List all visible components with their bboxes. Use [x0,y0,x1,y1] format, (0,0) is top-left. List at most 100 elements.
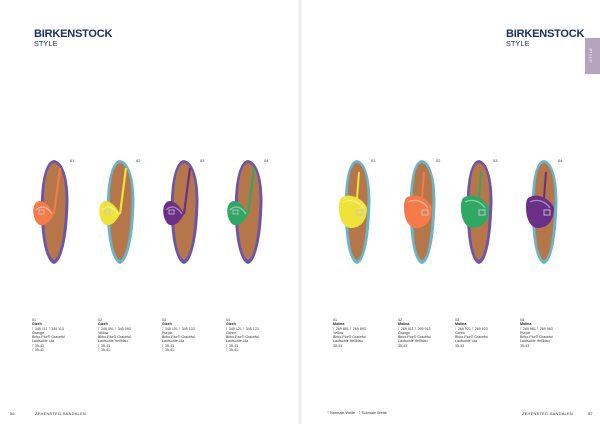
product-size-range: ⊺ 35-41 [98,348,111,353]
product-model: Molina [333,322,345,327]
sandal-number: 04 [558,158,563,163]
sandal-number: 02 [436,158,441,163]
brand-logo-left: BIRKENSTOCK [34,28,113,40]
product-size-range: ⊺ 35-43 [226,343,239,348]
product-material: Birko-Flor® Graceful [226,335,259,340]
narrow-width-icon: ⊺ [358,411,361,415]
sandal-gizeh-03[interactable]: 03 [162,158,206,273]
article-numbers: ⊺ 269 981 ⊺ 269 983 [520,326,553,331]
sandal-molina-03[interactable]: 03 [459,158,499,273]
product-size-range: 35-43 [520,343,530,348]
sandal-number: 02 [136,158,141,163]
article-numbers: ⊺ 345 121 ⊺ 345 123 [226,326,259,331]
brand-subtitle-right: STYLE [506,41,530,48]
product-size-range: ⊺ 35-43 [32,343,45,348]
sandal-gizeh-02[interactable]: 02 [98,158,142,273]
section-label-left: ZEHENSTEG-SANDALEN [35,411,86,416]
product-color: Orange [398,330,410,335]
product-color: Orange [32,330,44,335]
product-size-range: ⊺ 35-43 [98,343,111,348]
product-model: Molina [520,322,532,327]
article-numbers: ⊺ 269 911 ⊺ 269 913 [398,326,431,331]
product-color: Green [226,330,236,335]
product-sole: Laufsohle Hellblau [98,339,128,344]
product-model: Gizeh [162,322,172,327]
normal-width-icon: ⊺ [327,411,329,415]
product-size-range: ⊺ 35-41 [162,348,175,353]
article-numbers: ⊺ 345 111 ⊺ 345 113 [32,326,64,331]
product-size-range: ⊺ 35-43 [162,343,175,348]
sandal-number: 03 [493,158,498,163]
product-model: Gizeh [32,322,42,327]
product-size-range: 35-43 [333,343,343,348]
brand-logo-right: BIRKENSTOCK [506,28,585,40]
page-gutter [297,0,303,424]
page-number-right: 57 [588,411,593,416]
legend-narrow: Schmale Weite [361,411,387,415]
product-sole: Laufsohle Hellblau [520,339,550,344]
article-numbers: ⊺ 269 921 ⊺ 269 923 [455,326,488,331]
product-material: Birko-Flor® Graceful [32,335,65,340]
product-index: 02 [398,318,402,322]
product-model: Molina [455,322,467,327]
product-material: Birko-Flor® Graceful [333,335,366,340]
product-index: 04 [226,318,230,322]
product-size-range: 35-43 [398,343,408,348]
sandal-molina-04[interactable]: 04 [524,158,564,273]
product-material: Birko-Flor® Graceful [162,335,195,340]
sandal-number: 01 [371,158,376,163]
side-tab-label: STYLE [588,47,593,62]
sandal-molina-02[interactable]: 02 [402,158,442,273]
product-color: Yellow [98,330,109,335]
product-model: Gizeh [98,322,108,327]
sandal-number: 03 [200,158,205,163]
article-numbers: ⊺ 269 891 ⊺ 269 893 [333,326,366,331]
product-sole: Laufsohle Lila [32,339,55,344]
product-material: Birko-Flor® Graceful [520,335,553,340]
product-index: 02 [98,318,102,322]
side-tab[interactable]: STYLE [585,38,600,74]
product-material: Birko-Flor® Graceful [455,335,488,340]
sandal-gizeh-01[interactable]: 01 [32,158,76,273]
product-color: Purple [162,330,173,335]
product-sole: Laufsohle Lila [226,339,249,344]
sandal-number: 01 [70,158,75,163]
article-numbers: ⊺ 345 091 ⊺ 345 093 [98,326,131,331]
page-number-left: 56 [10,411,15,416]
product-size-range: 35-43 [455,343,465,348]
sandal-number: 04 [264,158,269,163]
product-sole: Laufsohle Lila [162,339,185,344]
product-material: Birko-Flor® Graceful [98,335,131,340]
product-model: Molina [398,322,410,327]
brand-subtitle-left: STYLE [34,41,58,48]
product-model: Gizeh [226,322,236,327]
product-index: 03 [455,318,459,322]
product-color: Yellow [333,330,344,335]
product-sole: Laufsohle Hellblau [398,339,428,344]
product-sole: Laufsohle Lila [455,339,478,344]
product-size-range: ⊺ 35-41 [226,348,239,353]
legend-normal: Normale Weite [330,411,356,415]
product-index: 01 [32,318,36,322]
product-index: 03 [162,318,166,322]
article-numbers: ⊺ 345 101 ⊺ 345 103 [162,326,195,331]
sandal-molina-01[interactable]: 01 [337,158,377,273]
product-color: Purple [520,330,531,335]
product-index: 01 [333,318,337,322]
sandal-gizeh-04[interactable]: 04 [226,158,270,273]
product-color: Green [455,330,465,335]
product-sole: Laufsohle Hellblau [333,339,363,344]
product-index: 04 [520,318,524,322]
product-size-range: ⊺ 35-41 [32,348,45,353]
width-legend: ⊺ Normale Weite ⊺ Schmale Weite [327,410,387,415]
section-label-right: ZEHENSTEG-SANDALEN [522,411,573,416]
